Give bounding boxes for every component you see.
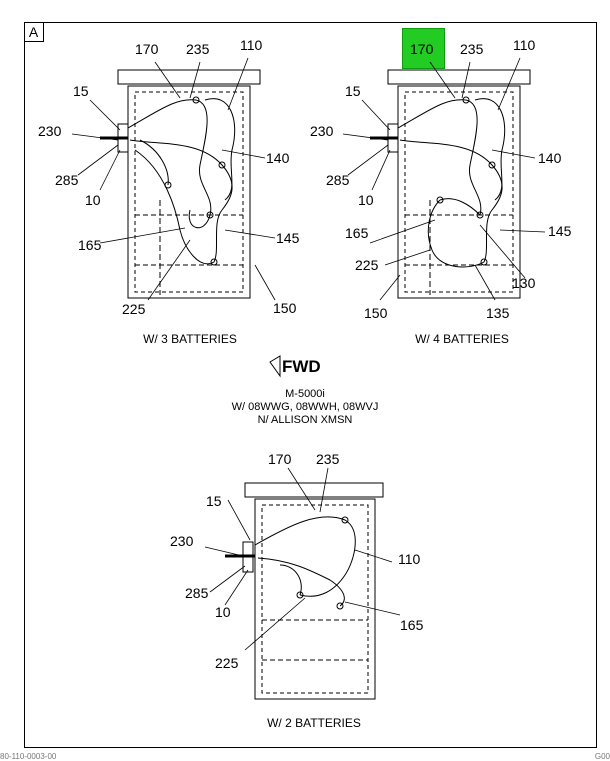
callout-150[interactable]: 150 — [364, 305, 388, 321]
callout-10[interactable]: 10 — [358, 192, 374, 208]
callout-225[interactable]: 225 — [122, 301, 146, 317]
callout-165[interactable]: 165 — [345, 225, 369, 241]
callout-225[interactable]: 225 — [215, 655, 239, 671]
note-line: M-5000i — [285, 388, 325, 400]
sheet-code: G00 — [594, 752, 610, 761]
callout-170[interactable]: 170 — [410, 41, 434, 57]
callout-10[interactable]: 10 — [215, 604, 231, 620]
callout-110[interactable]: 110 — [513, 37, 536, 53]
callout-285[interactable]: 285 — [55, 172, 79, 188]
callout-235[interactable]: 235 — [460, 41, 484, 57]
callout-225[interactable]: 225 — [355, 257, 379, 273]
figure-frame — [24, 22, 597, 748]
callout-235[interactable]: 235 — [316, 451, 340, 467]
fwd-label: FWD — [282, 357, 321, 376]
caption-three-batteries: W/ 3 BATTERIES — [143, 332, 237, 346]
callout-135[interactable]: 135 — [486, 305, 510, 321]
callout-285[interactable]: 285 — [185, 585, 209, 601]
callout-110[interactable]: 110 — [398, 551, 421, 567]
assembly-four-batteries — [370, 69, 531, 299]
view-tag: A — [24, 22, 44, 42]
note-line: W/ 08WWG, 08WWH, 08WVJ — [231, 401, 379, 413]
callout-230[interactable]: 230 — [310, 123, 334, 139]
highlighted-callout-box[interactable] — [402, 28, 445, 69]
callout-15[interactable]: 15 — [345, 83, 361, 99]
callout-15[interactable]: 15 — [206, 493, 222, 509]
callout-110[interactable]: 110 — [240, 37, 263, 53]
callout-230[interactable]: 230 — [38, 123, 62, 139]
caption-two-batteries: W/ 2 BATTERIES — [267, 716, 361, 730]
callout-15[interactable]: 15 — [73, 83, 89, 99]
callout-170[interactable]: 170 — [268, 451, 292, 467]
callout-130[interactable]: 130 — [512, 275, 536, 291]
callout-285[interactable]: 285 — [326, 172, 350, 188]
callout-140[interactable]: 140 — [538, 150, 562, 166]
caption-four-batteries: W/ 4 BATTERIES — [415, 332, 509, 346]
callout-150[interactable]: 150 — [273, 300, 297, 316]
callout-145[interactable]: 145 — [548, 223, 572, 239]
document-number: 80-110-0003-00 — [0, 752, 57, 761]
callout-145[interactable]: 145 — [276, 230, 300, 246]
forward-direction-indicator: FWD — [282, 357, 321, 377]
assembly-two-batteries — [225, 482, 384, 700]
callout-140[interactable]: 140 — [266, 150, 290, 166]
callout-10[interactable]: 10 — [85, 192, 101, 208]
assembly-three-batteries — [100, 69, 261, 299]
callout-235[interactable]: 235 — [186, 41, 210, 57]
callout-165[interactable]: 165 — [400, 617, 424, 633]
applicability-note: M-5000i W/ 08WWG, 08WWH, 08WVJ N/ ALLISO… — [232, 388, 379, 427]
callout-170[interactable]: 170 — [135, 41, 159, 57]
callout-230[interactable]: 230 — [170, 533, 194, 549]
note-line: N/ ALLISON XMSN — [257, 414, 353, 426]
callout-165[interactable]: 165 — [78, 237, 102, 253]
